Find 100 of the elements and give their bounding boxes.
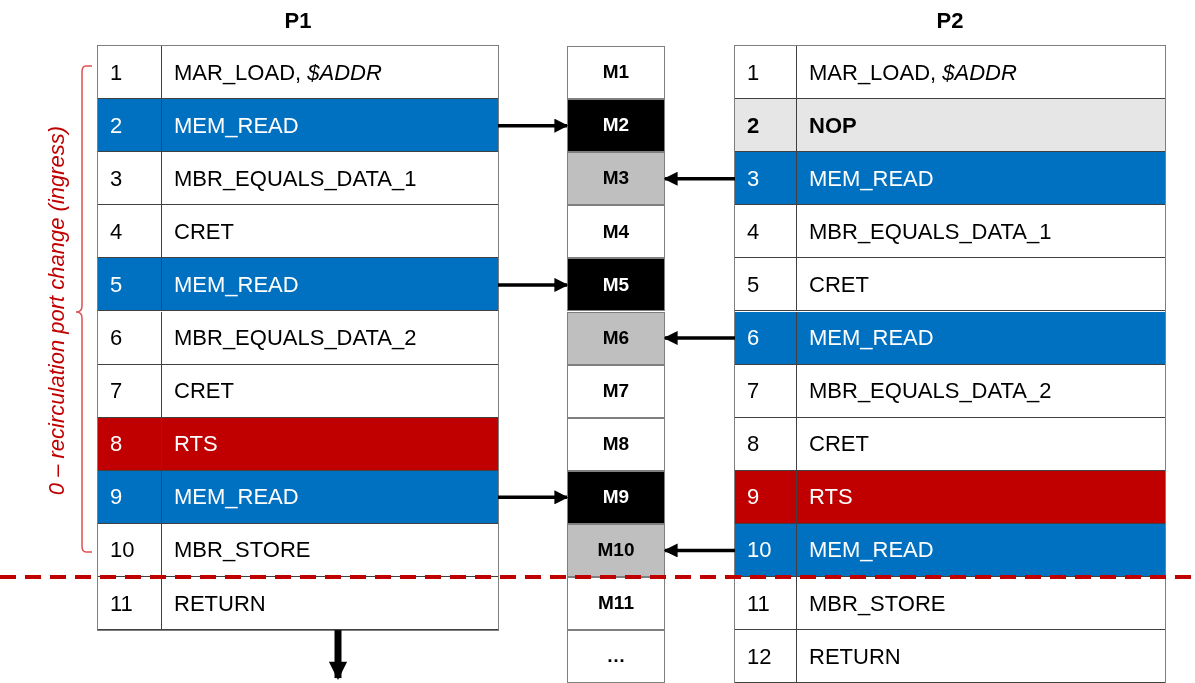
- table-row: [98, 258, 498, 312]
- memory-label: M7: [602, 378, 630, 403]
- step-number: 7: [735, 364, 797, 417]
- arrow: [663, 543, 735, 558]
- step-number: 5: [735, 258, 797, 311]
- instruction-text: MEM_READ: [173, 483, 299, 512]
- table-row: [735, 311, 1165, 365]
- step-number: 12: [735, 630, 797, 683]
- step-number: 9: [735, 470, 797, 523]
- step-number: 4: [735, 205, 797, 258]
- instruction-text: MBR_EQUALS_DATA_1: [808, 217, 1052, 246]
- table-row: [98, 205, 498, 259]
- step-number: 10: [735, 523, 797, 576]
- instruction-text: MEM_READ: [173, 111, 299, 140]
- instruction-text: RTS: [173, 430, 218, 459]
- memory-label: M9: [602, 485, 630, 510]
- instruction-text: CRET: [173, 217, 234, 246]
- step-number: 8: [735, 417, 797, 470]
- instruction-text: CRET: [808, 270, 869, 299]
- arrow: [663, 171, 735, 186]
- step-number: 2: [735, 99, 797, 152]
- memory-cell: [567, 417, 665, 471]
- instruction-text: CRET: [173, 377, 234, 406]
- memory-cell: [567, 523, 665, 577]
- memory-label: M11: [598, 591, 634, 616]
- step-number: 2: [98, 99, 162, 152]
- table-row: [98, 311, 498, 365]
- memory-cell: [567, 577, 665, 631]
- table-row: [98, 523, 498, 577]
- table-row: [735, 152, 1165, 206]
- table-row: [735, 470, 1165, 524]
- instruction-text: MBR_STORE: [808, 589, 946, 618]
- memory-cell: [567, 152, 665, 206]
- table-row: [735, 523, 1165, 577]
- table-row: [98, 99, 498, 153]
- instruction-text: MBR_EQUALS_DATA_2: [173, 324, 417, 353]
- memory-label: M6: [602, 325, 630, 350]
- table-row: [98, 470, 498, 524]
- instruction-text: MBR_EQUALS_DATA_2: [808, 377, 1052, 406]
- step-number: 5: [98, 258, 162, 311]
- step-number: 11: [735, 577, 797, 630]
- instruction-text: NOP: [808, 111, 857, 140]
- arrow: [498, 118, 569, 133]
- instruction-text: MAR_LOAD, $ADDR: [173, 58, 382, 87]
- arrow: [328, 630, 348, 680]
- memory-cell: [567, 364, 665, 418]
- instruction-text: MEM_READ: [808, 164, 934, 193]
- step-number: 7: [98, 364, 162, 417]
- instruction-text: CRET: [808, 430, 869, 459]
- step-number: 4: [98, 205, 162, 258]
- table-row: [735, 417, 1165, 471]
- memory-cell: [567, 46, 665, 100]
- instruction-text: MEM_READ: [808, 536, 934, 565]
- table-row: [98, 577, 498, 631]
- table-row: [735, 205, 1165, 259]
- memory-cell: [567, 99, 665, 153]
- instruction-text: MBR_EQUALS_DATA_1: [173, 164, 417, 193]
- memory-label: M8: [602, 432, 630, 456]
- table-row: [735, 364, 1165, 418]
- memory-label: M2: [602, 113, 630, 138]
- table-heading: P1: [283, 7, 313, 35]
- memory-label: M1: [602, 60, 630, 85]
- table-row: [735, 630, 1165, 683]
- memory-cell: [567, 311, 665, 365]
- table-row: [735, 46, 1165, 100]
- table-row: [98, 152, 498, 206]
- step-number: 8: [98, 417, 162, 470]
- instruction-text: MBR_STORE: [173, 536, 311, 565]
- step-number: 3: [98, 152, 162, 205]
- table-row: [98, 417, 498, 471]
- arrow: [498, 277, 569, 292]
- step-number: 1: [735, 46, 797, 99]
- memory-cell: [567, 205, 665, 259]
- memory-label: M10: [597, 538, 635, 563]
- bracket-note: 0 – recirculation port change (ingress): [43, 125, 71, 495]
- step-number: 1: [98, 46, 162, 99]
- memory-label: M4: [602, 219, 630, 244]
- memory-label: M5: [602, 272, 630, 297]
- step-number: 6: [735, 311, 797, 364]
- instruction-text: RETURN: [808, 642, 901, 671]
- table-row: [735, 258, 1165, 312]
- memory-cell: [567, 470, 665, 524]
- step-number: 3: [735, 152, 797, 205]
- table-row: [735, 577, 1165, 631]
- step-number: 9: [98, 470, 162, 523]
- instruction-text: MEM_READ: [173, 270, 299, 299]
- step-number: 6: [98, 311, 162, 364]
- table-row: [98, 46, 498, 100]
- instruction-text: RTS: [808, 483, 853, 512]
- table-row: [735, 99, 1165, 153]
- instruction-text: MAR_LOAD, $ADDR: [808, 58, 1017, 87]
- arrow: [498, 490, 569, 505]
- instruction-text: RETURN: [173, 589, 266, 618]
- step-number: 10: [98, 523, 162, 576]
- arrow: [663, 331, 735, 346]
- step-number: 11: [98, 577, 162, 630]
- memory-cell: [567, 258, 665, 312]
- memory-cell: [567, 630, 665, 683]
- memory-label: M3: [602, 166, 630, 191]
- instruction-text: MEM_READ: [808, 324, 934, 353]
